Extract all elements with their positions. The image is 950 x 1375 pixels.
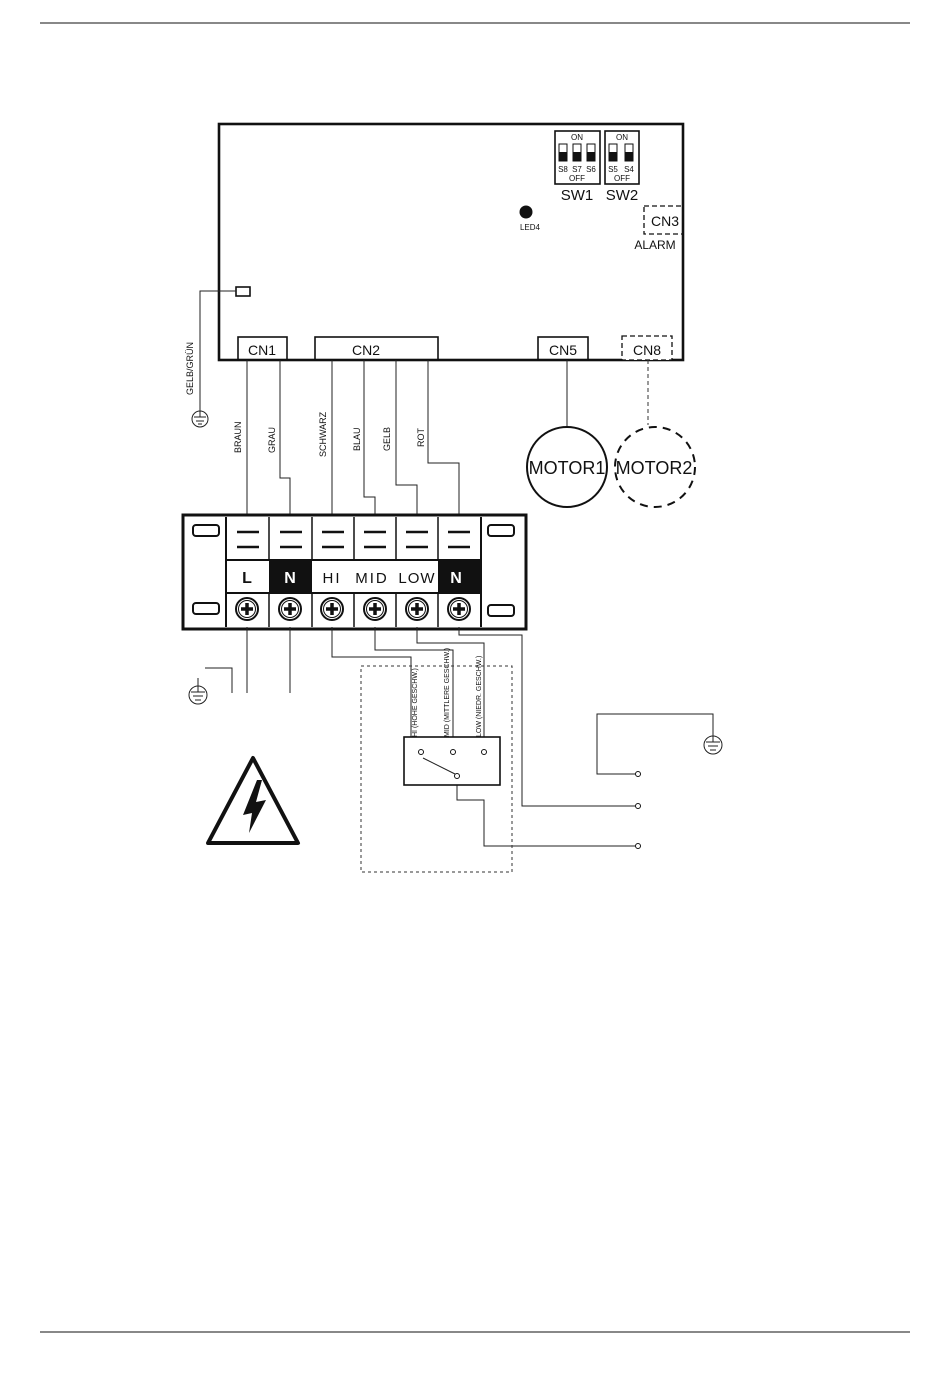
cn3-label: CN3 (651, 213, 679, 229)
terminal-label-n2: N (450, 570, 462, 587)
board-ground-lug (236, 287, 250, 296)
ground-wire-label: GELB/GRÜN (185, 342, 195, 395)
sw1-on-label: ON (571, 133, 583, 142)
wire-schwarz-label: SCHWARZ (318, 411, 328, 457)
terminal-label-mid: MID (355, 570, 389, 587)
terminal-label-low: LOW (398, 570, 435, 587)
speed-switch (404, 737, 500, 785)
cn8-label: CN8 (633, 342, 661, 358)
led4-label: LED4 (520, 223, 541, 232)
sw2-s4-label: S4 (624, 165, 634, 174)
ground-symbol-supply (189, 678, 207, 704)
switch-mid-label: MID (MITTLERE GESCHW.) (444, 648, 451, 737)
led4-indicator (520, 206, 533, 219)
terminal-label-l: L (242, 570, 252, 587)
output-terminals (636, 772, 641, 849)
switch-low-label: LOW (NIEDR. GESCHW.) (476, 656, 483, 737)
ground-symbol-board (192, 411, 208, 427)
sw2-dip-switch: ON S5 S4 OFF (605, 131, 639, 184)
terminal-label-n1: N (284, 570, 296, 587)
cn2-label: CN2 (352, 342, 380, 358)
terminal-label-hi: HI (323, 570, 342, 587)
wire-braun-label: BRAUN (233, 421, 243, 453)
sw2-on-label: ON (616, 133, 628, 142)
sw1-label: SW1 (561, 187, 594, 204)
wire-gelb-label: GELB (382, 427, 392, 451)
high-voltage-warning-icon (208, 758, 298, 843)
sw1-dip-switch: ON S8 S7 S6 OFF (555, 131, 600, 184)
alarm-label: ALARM (634, 238, 675, 252)
right-ground-wiring (597, 714, 722, 774)
wire-rot-label: ROT (416, 428, 426, 448)
switch-hi-label: HI (HOHE GESCHW.) (412, 668, 419, 737)
cn5-label: CN5 (549, 342, 577, 358)
sw2-s5-label: S5 (608, 165, 618, 174)
sw1-off-label: OFF (569, 174, 585, 183)
cn1-label: CN1 (248, 342, 276, 358)
sw1-s8-label: S8 (558, 165, 568, 174)
motor2-label: MOTOR2 (616, 458, 693, 478)
motor1-label: MOTOR1 (529, 458, 606, 478)
sw1-s6-label: S6 (586, 165, 596, 174)
sw2-label: SW2 (606, 187, 639, 204)
wire-blau-label: BLAU (352, 427, 362, 451)
wire-grau-label: GRAU (267, 427, 277, 453)
supply-wires (205, 627, 290, 693)
sw2-off-label: OFF (614, 174, 630, 183)
sw1-s7-label: S7 (572, 165, 582, 174)
